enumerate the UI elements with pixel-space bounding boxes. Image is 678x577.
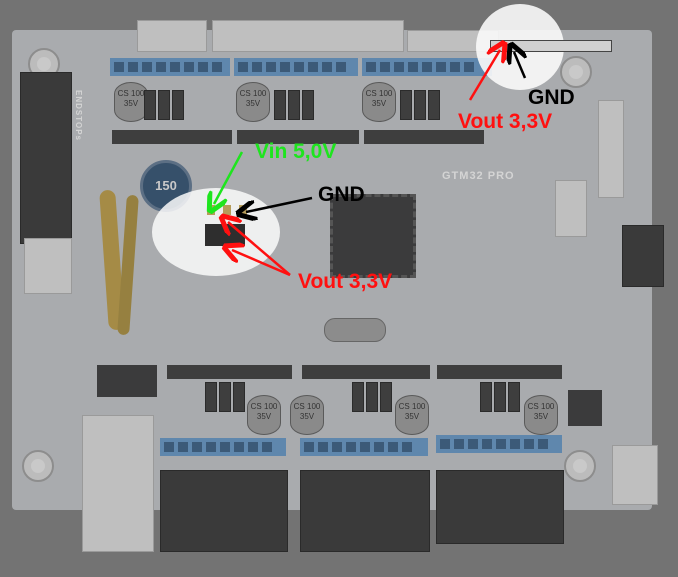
vin-label: Vin 5,0V — [255, 140, 337, 163]
jumper — [158, 90, 170, 120]
driver-socket-bottom-3 — [437, 365, 562, 379]
vout-label-top: Vout 3,3V — [458, 110, 553, 133]
driver-header-top-2 — [234, 58, 358, 76]
fan-connector — [612, 445, 658, 505]
vout-arrow-middle-2 — [232, 250, 291, 277]
jumper — [172, 90, 184, 120]
jumper — [428, 90, 440, 120]
jumper — [274, 90, 286, 120]
gnd-arrow-middle — [246, 196, 313, 212]
driver-header-bottom-1 — [160, 438, 286, 456]
endstop-header — [20, 72, 72, 244]
driver-header-top-3 — [362, 58, 492, 76]
jumper — [288, 90, 300, 120]
jumper — [380, 382, 392, 412]
gnd-label-middle: GND — [318, 183, 365, 206]
vout-arrow-top — [468, 50, 500, 101]
mounting-hole-bottom-left — [22, 450, 54, 482]
capacitor: CS 100 35V — [290, 395, 324, 435]
driver-socket-top-1 — [112, 130, 232, 144]
driver-header-bottom-3 — [436, 435, 562, 453]
jumper — [400, 90, 412, 120]
capacitor: CS 100 35V — [362, 82, 396, 122]
jumper — [508, 382, 520, 412]
gnd-arrow-top — [514, 52, 525, 79]
usb-connector — [82, 415, 154, 552]
mounting-hole-bottom-right — [564, 450, 596, 482]
jumper — [414, 90, 426, 120]
jumper — [219, 382, 231, 412]
jumper — [233, 382, 245, 412]
jumper — [302, 90, 314, 120]
sd-card-connector — [555, 180, 587, 237]
mounting-hole-top-right — [560, 56, 592, 88]
driver-socket-top-3 — [364, 130, 484, 144]
motor-connector-1 — [160, 470, 288, 552]
vin-arrow — [214, 151, 244, 204]
power-connector-right — [622, 225, 664, 287]
jumper — [480, 382, 492, 412]
driver-socket-top-2 — [237, 130, 359, 144]
top-connector-2 — [212, 20, 404, 52]
gnd-label-top: GND — [528, 86, 575, 109]
inductor-label: 150 — [155, 178, 177, 193]
motor-connector-2 — [300, 470, 430, 552]
jumper — [205, 382, 217, 412]
pcb-board: ENDSTOPs CS 100 35V CS 100 35V CS 100 35… — [12, 20, 664, 552]
motor-connector-3 — [436, 470, 564, 544]
driver-socket-bottom-1 — [167, 365, 292, 379]
capacitor: CS 100 35V — [247, 395, 281, 435]
jumper — [352, 382, 364, 412]
jumper — [144, 90, 156, 120]
jumper — [494, 382, 506, 412]
driver-chip — [97, 365, 157, 397]
driver-header-top-1 — [110, 58, 230, 76]
capacitor: CS 100 35V — [236, 82, 270, 122]
top-connector-1 — [137, 20, 207, 52]
jumper — [366, 382, 378, 412]
crystal — [324, 318, 386, 342]
vout-arrow-middle-1 — [228, 222, 291, 276]
board-title-silkscreen: GTM32 PRO — [442, 170, 515, 182]
voltage-regulator — [568, 390, 602, 426]
driver-socket-bottom-2 — [302, 365, 430, 379]
right-fpc-connector — [598, 100, 624, 198]
endstops-silkscreen: ENDSTOPs — [74, 90, 83, 141]
capacitor: CS 100 35V — [524, 395, 558, 435]
power-connector-left — [24, 238, 72, 294]
vout-label-middle: Vout 3,3V — [298, 270, 393, 293]
mcu-chip — [330, 194, 416, 278]
capacitor: CS 100 35V — [395, 395, 429, 435]
driver-header-bottom-2 — [300, 438, 428, 456]
